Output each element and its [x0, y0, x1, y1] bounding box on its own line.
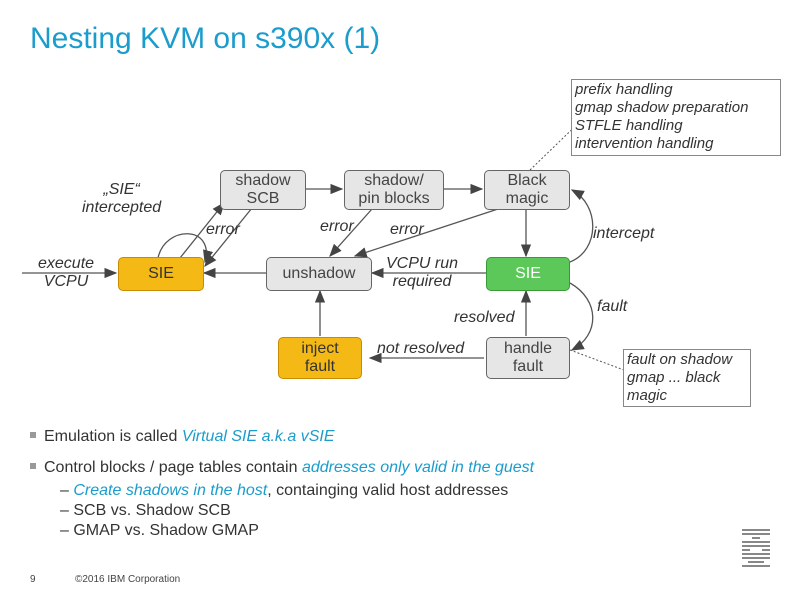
page-title: Nesting KVM on s390x (1): [30, 22, 381, 55]
subbullet-create-shadows: – Create shadows in the host, containgin…: [60, 482, 509, 499]
arrow-intercept: [569, 189, 594, 263]
page-number: 9: [30, 574, 36, 585]
label-resolved: resolved: [454, 309, 515, 326]
arrow-pin-error-to-unshadow: [329, 208, 373, 257]
node-handle-fault: handle fault: [486, 337, 570, 379]
label-not-resolved: not resolved: [377, 340, 465, 357]
bullet-control-blocks: Control blocks / page tables contain add…: [30, 459, 534, 477]
ibm-logo: [742, 529, 770, 567]
note-black-magic: prefix handling gmap shadow preparation …: [571, 79, 781, 156]
node-inject-fault: inject fault: [278, 337, 362, 379]
subbullet-scb: – SCB vs. Shadow SCB: [60, 502, 231, 519]
label-error-2: error: [320, 218, 354, 235]
arrow-sie-to-shadow-scb: [179, 201, 225, 259]
bullet-square-icon: [30, 462, 36, 469]
copyright: ©2016 IBM Corporation: [75, 574, 181, 585]
note-fault-on-shadow: fault on shadow gmap ... black magic: [623, 349, 751, 407]
subbullet-gmap: – GMAP vs. Shadow GMAP: [60, 522, 259, 539]
node-unshadow: unshadow: [266, 257, 372, 291]
node-sie-right: SIE: [486, 257, 570, 291]
label-intercept: intercept: [593, 225, 655, 242]
arrow-fault: [569, 282, 594, 351]
node-shadow-pin-blocks: shadow/ pin blocks: [344, 170, 444, 210]
label-fault: fault: [597, 298, 628, 315]
label-error-3: error: [390, 221, 424, 238]
arrow-black-error-to-unshadow: [353, 208, 499, 258]
node-sie-left: SIE: [118, 257, 204, 291]
note-connector-fault: [569, 349, 625, 371]
node-shadow-scb: shadow SCB: [220, 170, 306, 210]
arrow-sie-self-loop: [157, 233, 214, 264]
label-vcpu-run-required: VCPU run required: [386, 255, 459, 290]
bullet-emulation: Emulation is called Virtual SIE a.k.a vS…: [30, 428, 335, 446]
label-sie-intercepted: „SIE“ intercepted: [82, 181, 162, 216]
label-error-1: error: [206, 221, 240, 238]
bullet-square-icon: [30, 431, 36, 438]
label-execute-vcpu: execute VCPU: [38, 255, 95, 290]
node-black-magic: Black magic: [484, 170, 570, 210]
arrow-scb-error-to-sie: [204, 207, 253, 268]
